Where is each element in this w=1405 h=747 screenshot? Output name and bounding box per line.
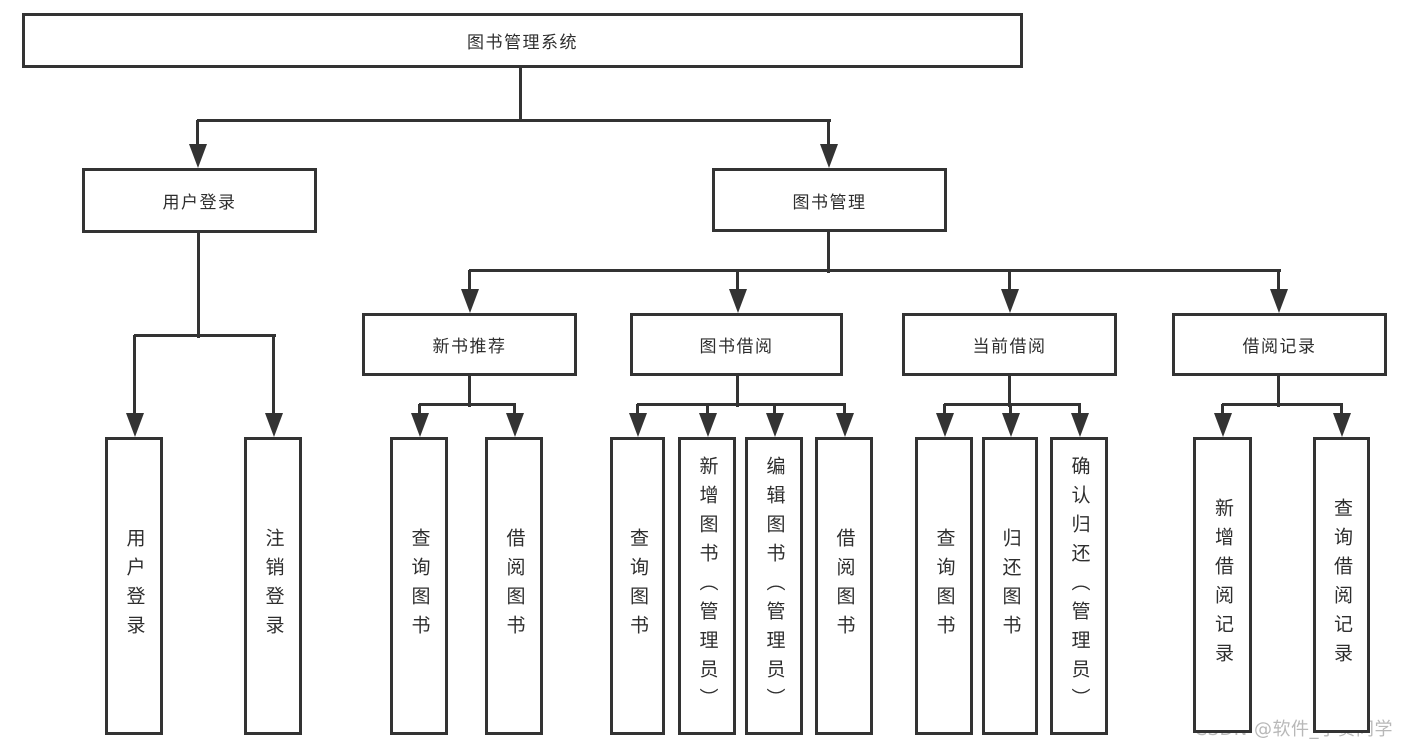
node-book-borrow: 图书借阅 bbox=[630, 313, 843, 376]
node-user-login: 用户登录 bbox=[82, 168, 317, 233]
connector-line bbox=[827, 232, 830, 273]
arrow-down-icon bbox=[936, 413, 954, 437]
arrow-down-icon bbox=[506, 413, 524, 437]
arrow-down-icon bbox=[1001, 289, 1019, 313]
connector-line bbox=[1277, 270, 1280, 293]
connector-line bbox=[1078, 404, 1081, 416]
connector-line bbox=[134, 334, 276, 337]
connector-line bbox=[773, 404, 776, 416]
connector-line bbox=[636, 404, 639, 416]
connector-line bbox=[944, 403, 1081, 406]
connector-line bbox=[133, 335, 136, 417]
arrow-down-icon bbox=[411, 413, 429, 437]
node-label: 查询图书 bbox=[627, 528, 649, 644]
node-borrow-books-rec: 借阅图书 bbox=[485, 437, 543, 735]
node-borrow-books: 借阅图书 bbox=[815, 437, 873, 735]
connector-line bbox=[827, 120, 830, 150]
arrow-down-icon bbox=[629, 413, 647, 437]
connector-line bbox=[1221, 404, 1224, 416]
arrow-down-icon bbox=[126, 413, 144, 437]
node-label: 用户登录 bbox=[123, 528, 146, 644]
connector-line bbox=[197, 119, 831, 122]
node-label: 图书管理系统 bbox=[467, 33, 578, 53]
node-query-books-rec: 查询图书 bbox=[390, 437, 448, 735]
connector-line bbox=[736, 376, 739, 407]
connector-line bbox=[706, 404, 709, 416]
node-book-mgmt: 图书管理 bbox=[712, 168, 947, 232]
arrow-down-icon bbox=[820, 144, 838, 168]
connector-line bbox=[1277, 376, 1280, 407]
node-current-borrow: 当前借阅 bbox=[902, 313, 1117, 376]
node-label: 新书推荐 bbox=[432, 337, 507, 357]
node-label: 借阅图书 bbox=[503, 528, 526, 644]
node-root: 图书管理系统 bbox=[22, 13, 1023, 68]
node-logout-action: 注销登录 bbox=[244, 437, 302, 735]
arrow-down-icon bbox=[1214, 413, 1232, 437]
arrow-down-icon bbox=[189, 144, 207, 168]
connector-line bbox=[418, 404, 421, 416]
node-add-books-admin: 新增图书（管理员） bbox=[678, 437, 736, 735]
connector-line bbox=[196, 120, 199, 150]
connector-line bbox=[519, 68, 522, 122]
arrow-down-icon bbox=[461, 289, 479, 313]
arrow-down-icon bbox=[766, 413, 784, 437]
node-label: 确认归还（管理员） bbox=[1068, 455, 1091, 717]
connector-line bbox=[469, 269, 1281, 272]
connector-line bbox=[272, 335, 275, 417]
connector-line bbox=[1008, 376, 1011, 407]
node-label: 编辑图书（管理员） bbox=[763, 455, 786, 717]
arrow-down-icon bbox=[265, 413, 283, 437]
node-user-login-action: 用户登录 bbox=[105, 437, 163, 735]
connector-line bbox=[1009, 404, 1012, 416]
connector-line bbox=[943, 404, 946, 416]
node-new-book-rec: 新书推荐 bbox=[362, 313, 577, 376]
connector-line bbox=[637, 403, 846, 406]
connector-line bbox=[1008, 270, 1011, 293]
arrow-down-icon bbox=[729, 289, 747, 313]
arrow-down-icon bbox=[1071, 413, 1089, 437]
node-return-books: 归还图书 bbox=[982, 437, 1038, 735]
arrow-down-icon bbox=[836, 413, 854, 437]
node-query-borrow-record: 查询借阅记录 bbox=[1313, 437, 1370, 733]
connector-line bbox=[468, 376, 471, 407]
arrow-down-icon bbox=[1002, 413, 1020, 437]
node-label: 查询借阅记录 bbox=[1331, 498, 1353, 672]
connector-line bbox=[843, 404, 846, 416]
connector-line bbox=[1222, 403, 1343, 406]
node-label: 查询图书 bbox=[408, 528, 431, 644]
node-add-borrow-record: 新增借阅记录 bbox=[1193, 437, 1252, 733]
node-label: 归还图书 bbox=[999, 528, 1022, 644]
node-query-books-borrow: 查询图书 bbox=[610, 437, 665, 735]
node-label: 借阅记录 bbox=[1242, 337, 1317, 357]
arrow-down-icon bbox=[1270, 289, 1288, 313]
connector-line bbox=[1340, 404, 1343, 416]
arrow-down-icon bbox=[1333, 413, 1351, 437]
node-query-books-current: 查询图书 bbox=[915, 437, 973, 735]
connector-line bbox=[736, 270, 739, 293]
node-label: 用户登录 bbox=[162, 193, 237, 213]
node-confirm-return-admin: 确认归还（管理员） bbox=[1050, 437, 1108, 735]
node-borrow-records: 借阅记录 bbox=[1172, 313, 1387, 376]
node-label: 当前借阅 bbox=[972, 337, 1047, 357]
node-label: 图书管理 bbox=[792, 192, 867, 213]
connector-line bbox=[197, 233, 200, 338]
node-label: 新增图书（管理员） bbox=[696, 455, 719, 717]
node-label: 图书借阅 bbox=[699, 337, 774, 357]
arrow-down-icon bbox=[699, 413, 717, 437]
connector-line bbox=[468, 270, 471, 293]
node-label: 注销登录 bbox=[262, 528, 285, 644]
connector-line bbox=[513, 404, 516, 416]
node-label: 新增借阅记录 bbox=[1212, 498, 1234, 672]
node-label: 查询图书 bbox=[933, 528, 956, 644]
connector-line bbox=[419, 403, 516, 406]
node-edit-books-admin: 编辑图书（管理员） bbox=[745, 437, 803, 735]
node-label: 借阅图书 bbox=[833, 528, 856, 644]
